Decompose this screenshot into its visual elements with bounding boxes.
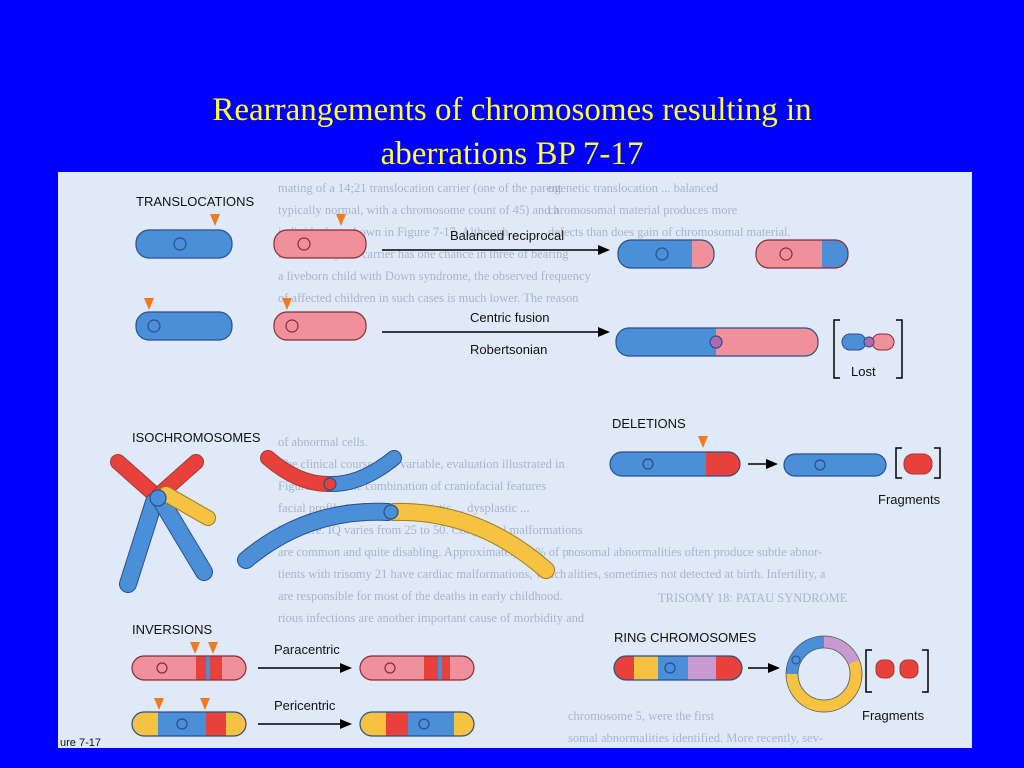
breakpoint-arrowhead xyxy=(698,436,708,448)
slide-title-line-1: Rearrangements of chromosomes resulting … xyxy=(212,92,812,128)
svg-text:tients with trisomy 21 have ca: tients with trisomy 21 have cardiac malf… xyxy=(278,567,567,581)
label-paracentric: Paracentric xyxy=(274,642,340,657)
breakpoint-arrowhead xyxy=(210,214,220,226)
chromosome xyxy=(359,655,475,681)
chromosome xyxy=(359,711,475,737)
svg-text:The clinical course is ... var: The clinical course is ... variable, eva… xyxy=(278,457,565,471)
chromosome xyxy=(131,655,247,681)
breakpoint-arrowhead xyxy=(190,642,200,654)
section-translocations: TRANSLOCATIONS xyxy=(136,194,255,209)
svg-text:of affected children in such c: of affected children in such cases is mu… xyxy=(278,291,579,305)
chromosome xyxy=(617,239,715,269)
label-pericentric: Pericentric xyxy=(274,698,336,713)
chromosome xyxy=(260,450,402,492)
arrow-right-icon xyxy=(340,719,352,729)
ring-fragment xyxy=(875,659,895,679)
chromosome xyxy=(135,229,233,259)
breakpoint-arrowhead xyxy=(336,214,346,226)
chromosome xyxy=(273,311,367,341)
chromosome xyxy=(613,655,743,681)
breakpoint-arrowhead xyxy=(144,298,154,310)
arrow-right-icon xyxy=(340,663,352,673)
chromosome xyxy=(273,229,367,259)
chromosome xyxy=(135,311,233,341)
label-balanced-reciprocal: Balanced reciprocal xyxy=(450,228,564,243)
svg-text:ogenetic translocation ... bal: ogenetic translocation ... balanced xyxy=(548,181,719,195)
chromosome xyxy=(131,711,247,737)
svg-text:are responsible for most of th: are responsible for most of the deaths i… xyxy=(278,589,563,603)
label-robertsonian: Robertsonian xyxy=(470,342,547,357)
svg-text:somal abnormalities identified: somal abnormalities identified. More rec… xyxy=(568,731,823,745)
label-centric-fusion: Centric fusion xyxy=(470,310,549,325)
svg-text:TRISOMY 18: PATAU SYNDROME: TRISOMY 18: PATAU SYNDROME xyxy=(658,591,848,605)
chromosome xyxy=(237,502,555,579)
ring-chromosome xyxy=(785,635,863,713)
arrow-right-icon xyxy=(766,459,778,469)
svg-text:typically normal, with a chrom: typically normal, with a chromosome coun… xyxy=(278,203,560,217)
chromosome xyxy=(783,453,887,477)
slide-title: Rearrangements of chromosomes resulting … xyxy=(0,88,1024,176)
textbook-figure: mating of a 14;21 translocation carrier … xyxy=(58,172,972,748)
chromosome xyxy=(755,239,849,269)
breakpoint-arrowhead xyxy=(208,642,218,654)
arrow-right-icon xyxy=(768,663,780,673)
ring-fragment xyxy=(899,659,919,679)
svg-text:a liveborn child with Down syn: a liveborn child with Down syndrome, the… xyxy=(278,269,592,283)
lost-fragment xyxy=(841,333,895,351)
deleted-fragment xyxy=(903,453,933,475)
chromosome xyxy=(609,451,741,477)
figure-caption: ure 7-17 xyxy=(60,737,101,748)
svg-text:defects than does gain of chro: defects than does gain of chromosomal ma… xyxy=(548,225,791,239)
label-fragments-deletion: Fragments xyxy=(878,492,941,507)
svg-text:are common and quite disabling: are common and quite disabling. Approxim… xyxy=(278,545,569,559)
svg-text:mating of a 14;21 translocatio: mating of a 14;21 translocation carrier … xyxy=(278,181,562,195)
svg-text:chromosome 5, were the first: chromosome 5, were the first xyxy=(568,709,715,723)
section-isochromosomes: ISOCHROMOSOMES xyxy=(132,430,261,445)
arrow-right-icon xyxy=(598,245,610,255)
background-page-text: mating of a 14;21 translocation carrier … xyxy=(278,181,848,745)
section-deletions: DELETIONS xyxy=(612,416,686,431)
svg-text:rious infections are another i: rious infections are another important c… xyxy=(278,611,585,625)
chromosome-pair xyxy=(110,454,216,593)
svg-text:of abnormal cells.: of abnormal cells. xyxy=(278,435,368,449)
section-inversions: INVERSIONS xyxy=(132,622,213,637)
section-ring-chromosomes: RING CHROMOSOMES xyxy=(614,630,757,645)
arrow-right-icon xyxy=(598,327,610,337)
svg-text:alities, sometimes not detecte: alities, sometimes not detected at birth… xyxy=(568,567,826,581)
chromosome xyxy=(615,327,819,357)
label-lost: Lost xyxy=(851,364,876,379)
svg-text:chromosomal material produces: chromosomal material produces more xyxy=(548,203,738,217)
breakpoint-arrowhead xyxy=(200,698,210,710)
breakpoint-arrowhead xyxy=(154,698,164,710)
svg-text:nosomal abnormalities often pr: nosomal abnormalities often produce subt… xyxy=(568,545,822,559)
slide-title-line-2: aberrations BP 7-17 xyxy=(380,136,644,172)
label-fragments-ring: Fragments xyxy=(862,708,925,723)
breakpoint-arrowhead xyxy=(282,298,292,310)
